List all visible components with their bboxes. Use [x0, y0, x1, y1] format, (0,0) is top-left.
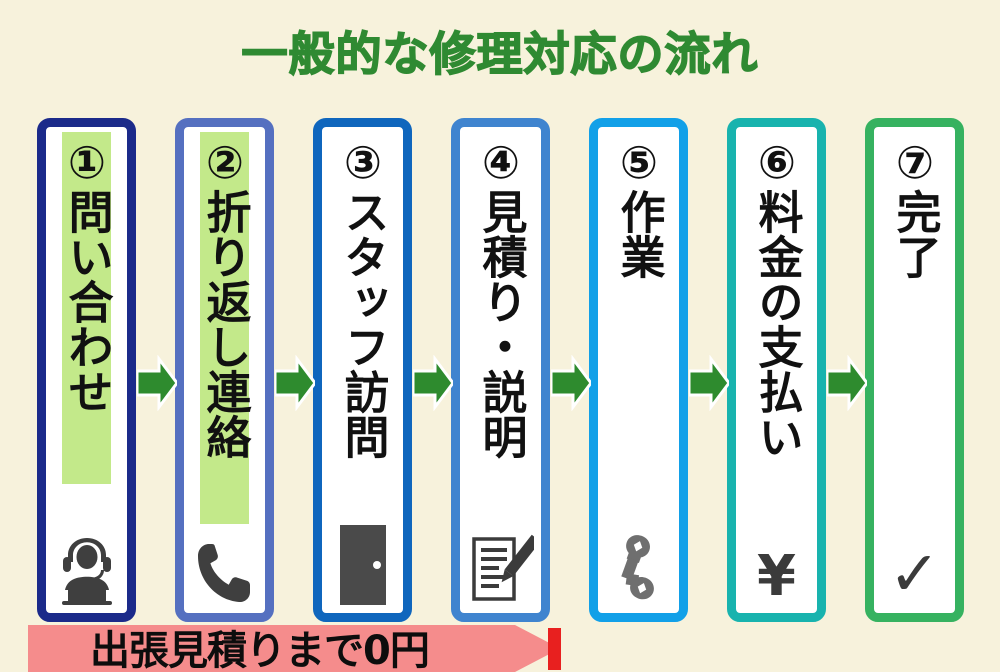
step-card-5[interactable]: ⑤作業 [589, 118, 688, 622]
check-icon-slot: ✓ [874, 519, 955, 605]
step-label: ③スタッフ訪問 [336, 136, 390, 459]
flow-arrow-2 [275, 355, 315, 411]
phone-icon-slot [184, 519, 265, 605]
step-card-row: ①問い合わせ ②折り返し連絡 ③スタッフ訪問 ④見積り・説明 [0, 118, 1000, 622]
flow-arrow-5 [689, 355, 729, 411]
door-icon [339, 525, 386, 605]
step-card-7[interactable]: ⑦完了 ✓ [865, 118, 964, 622]
arrow-right-icon [137, 355, 177, 411]
flow-arrow-6 [827, 355, 867, 411]
step-label-wrap: ⑥料金の支払い [736, 127, 817, 467]
banner-end-bar [548, 628, 561, 670]
step-label-wrap: ②折り返し連絡 [184, 127, 265, 524]
yen-icon-slot: ¥ [736, 519, 817, 605]
step-label-wrap: ③スタッフ訪問 [322, 127, 403, 467]
step-card-1[interactable]: ①問い合わせ [37, 118, 136, 622]
step-label: ⑤作業 [612, 136, 666, 279]
arrow-right-icon [413, 355, 453, 411]
step-card-6[interactable]: ⑥料金の支払い ¥ [727, 118, 826, 622]
arrow-right-icon [551, 355, 591, 411]
step-label-wrap: ⑤作業 [598, 127, 679, 287]
free-estimate-banner: 出張見積りまで0円 [28, 625, 560, 672]
step-label: ④見積り・説明 [474, 136, 528, 459]
step-label-wrap: ⑦完了 [874, 127, 955, 287]
wrench-icon [620, 535, 654, 600]
step-label: ①問い合わせ [60, 132, 113, 484]
step-label: ⑥料金の支払い [750, 136, 804, 459]
page-title: 一般的な修理対応の流れ [241, 26, 759, 82]
arrow-right-icon [689, 355, 729, 411]
headset-operator-icon-slot [46, 519, 127, 605]
flow-arrow-4 [551, 355, 591, 411]
flow-arrow-1 [137, 355, 177, 411]
step-card-2[interactable]: ②折り返し連絡 [175, 118, 274, 622]
headset-operator-icon [61, 538, 112, 605]
step-label-wrap: ①問い合わせ [46, 127, 127, 484]
door-icon-slot [322, 519, 403, 605]
wrench-icon-slot [598, 519, 679, 605]
banner-text: 出張見積りまで0円 [90, 627, 430, 672]
arrow-right-icon [827, 355, 867, 411]
step-card-3[interactable]: ③スタッフ訪問 [313, 118, 412, 622]
flow-arrow-3 [413, 355, 453, 411]
document-pen-icon-slot [460, 519, 541, 605]
arrow-right-icon [275, 355, 315, 411]
check-icon: ✓ [888, 537, 941, 610]
yen-icon: ¥ [757, 544, 796, 609]
document-pen-icon [471, 534, 534, 601]
phone-icon [197, 543, 250, 603]
step-card-4[interactable]: ④見積り・説明 [451, 118, 550, 622]
step-label-wrap: ④見積り・説明 [460, 127, 541, 467]
step-label: ②折り返し連絡 [198, 132, 251, 524]
banner-arrow-shape [28, 625, 560, 672]
step-label: ⑦完了 [888, 136, 942, 279]
